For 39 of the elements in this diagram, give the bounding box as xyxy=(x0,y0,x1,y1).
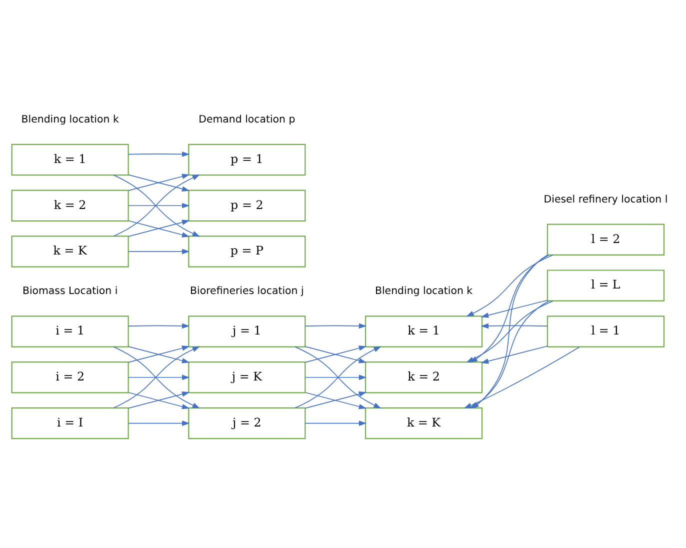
arrow xyxy=(128,322,190,328)
node-box: k = 2 xyxy=(11,189,129,221)
arrow xyxy=(466,254,554,316)
node-box: k = 1 xyxy=(11,143,129,176)
arrow xyxy=(128,374,190,380)
node-box: j = K xyxy=(188,361,306,393)
arrow xyxy=(304,322,367,328)
arrow xyxy=(113,346,200,408)
label: Demand location p xyxy=(198,114,296,125)
arrow xyxy=(480,322,548,328)
arrow xyxy=(480,299,548,318)
node-box: k = K xyxy=(364,406,483,439)
label: Biorefineries location j xyxy=(190,286,304,297)
node-box: p = 1 xyxy=(188,143,306,176)
node-box: l = L xyxy=(546,269,665,301)
arrow xyxy=(128,420,190,426)
node-box: p = P xyxy=(188,235,306,267)
node-box: j = 1 xyxy=(188,315,306,347)
arrow xyxy=(128,248,190,254)
arrow xyxy=(304,374,367,380)
arrow xyxy=(128,202,190,208)
arrow xyxy=(304,420,367,426)
node-box: j = 2 xyxy=(188,406,306,439)
label: Blending location k xyxy=(374,286,473,297)
label: Biomass Location i xyxy=(22,286,118,297)
node-box: k = K xyxy=(11,235,129,267)
node-box: i = 2 xyxy=(11,361,129,393)
node-box: l = 1 xyxy=(546,315,665,347)
node-box: k = 1 xyxy=(364,315,483,347)
node-box: k = 2 xyxy=(364,361,483,393)
node-box: i = 1 xyxy=(11,315,129,347)
node-box: l = 2 xyxy=(546,223,665,255)
node-box: p = 2 xyxy=(188,189,306,221)
arrow xyxy=(113,174,200,236)
label: Diesel refinery location l xyxy=(544,194,668,205)
arrow xyxy=(128,150,190,156)
label: Blending location k xyxy=(21,114,119,125)
arrow xyxy=(480,345,548,364)
node-box: i = I xyxy=(11,406,129,439)
